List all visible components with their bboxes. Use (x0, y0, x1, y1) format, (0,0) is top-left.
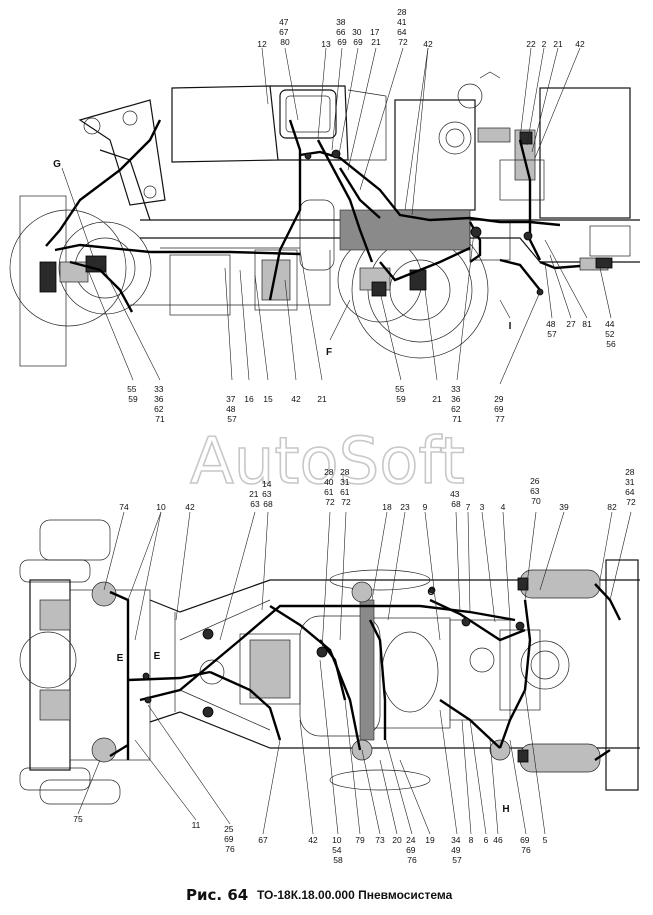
side-label-37-48-57: 37 48 57 (226, 394, 238, 424)
top-label-10: 10 (156, 502, 166, 512)
top-label-25-69-76: 25 69 76 (224, 824, 236, 854)
top-label-43-68: 43 68 (450, 489, 462, 509)
side-label-47-67-80: 47 67 80 (279, 17, 291, 47)
side-letter-f: F (326, 347, 332, 358)
side-label-16: 16 (244, 394, 254, 404)
top-label-74: 74 (119, 502, 129, 512)
side-view-leader-lines (61, 47, 612, 385)
top-view-labels: E E C H 74 10 42 21 63 14 63 68 28 40 61… (73, 467, 637, 865)
side-label-28-41-64-72: 28 41 64 72 (397, 7, 409, 47)
side-label-44-52-56: 44 52 56 (605, 319, 617, 349)
side-label-22: 22 (526, 39, 536, 49)
top-label-79: 79 (355, 835, 365, 845)
top-label-23: 23 (400, 502, 410, 512)
top-label-73: 73 (375, 835, 385, 845)
side-label-55-59-mid: 55 59 (395, 384, 407, 404)
side-label-12: 12 (257, 39, 267, 49)
top-label-67: 67 (258, 835, 268, 845)
side-label-30-69: 30 69 (352, 27, 364, 47)
side-label-48-57: 48 57 (546, 319, 558, 339)
side-letter-i: I (509, 321, 512, 332)
top-label-6: 6 (484, 835, 489, 845)
top-label-8: 8 (469, 835, 474, 845)
caption-title: ТО-18К.18.00.000 Пневмосистема (257, 888, 453, 902)
side-label-21-bottom-a: 21 (317, 394, 327, 404)
top-letter-e-right: E (154, 651, 161, 662)
watermark: AutoSoft (190, 425, 465, 499)
top-view-drawing (19, 519, 640, 805)
top-label-9: 9 (423, 502, 428, 512)
top-label-10-54-58: 10 54 58 (332, 835, 344, 865)
top-view-leader-lines (77, 511, 632, 835)
side-label-21-top: 21 (553, 39, 563, 49)
side-label-38-66-69: 38 66 69 (336, 17, 348, 47)
side-label-42-top: 42 (423, 39, 433, 49)
figure-caption: Рис. 64 ТО-18К.18.00.000 Пневмосистема (186, 886, 453, 904)
side-label-13: 13 (321, 39, 331, 49)
top-label-24-69-76: 24 69 76 (406, 835, 418, 865)
top-label-18: 18 (382, 502, 392, 512)
side-view-drawing (9, 71, 640, 367)
top-label-82: 82 (607, 502, 617, 512)
top-label-42: 42 (185, 502, 195, 512)
top-label-34-49-57: 34 49 57 (451, 835, 463, 865)
top-letter-c: C (427, 587, 434, 598)
side-label-27: 27 (566, 319, 576, 329)
top-label-7: 7 (466, 502, 471, 512)
top-label-39: 39 (559, 502, 569, 512)
top-label-28-31-64-72: 28 31 64 72 (625, 467, 637, 507)
top-letter-e-left: E (117, 653, 124, 664)
top-label-5: 5 (543, 835, 548, 845)
top-label-11: 11 (192, 820, 201, 830)
top-label-20: 20 (392, 835, 402, 845)
caption-figure-number: Рис. 64 (186, 886, 248, 904)
side-label-2: 2 (542, 39, 547, 49)
side-view-labels: G F I 12 47 67 80 13 38 66 69 30 69 17 2… (53, 7, 617, 424)
top-label-3: 3 (480, 502, 485, 512)
side-label-29-69-77: 29 69 77 (494, 394, 506, 424)
side-label-81: 81 (582, 319, 592, 329)
top-label-26-63-70: 26 63 70 (530, 476, 542, 506)
side-label-42-bottom: 42 (291, 394, 301, 404)
top-label-28-40-61-72: 28 40 61 72 (324, 467, 336, 507)
side-label-42-right: 42 (575, 39, 585, 49)
top-label-14-63-68: 14 63 68 (262, 479, 274, 509)
top-label-46: 46 (493, 835, 503, 845)
side-letter-g: G (53, 159, 61, 170)
top-label-4: 4 (501, 502, 506, 512)
side-label-15: 15 (263, 394, 273, 404)
side-label-33-36-62-71-left: 33 36 62 71 (154, 384, 166, 424)
top-label-69-76: 69 76 (520, 835, 532, 855)
top-label-19: 19 (425, 835, 435, 845)
side-label-21-bottom-b: 21 (432, 394, 442, 404)
side-label-17-21: 17 21 (370, 27, 382, 47)
side-label-33-36-62-71-mid: 33 36 62 71 (451, 384, 463, 424)
top-label-75: 75 (73, 814, 83, 824)
top-letter-h: H (502, 804, 509, 815)
side-label-55-59-left: 55 59 (127, 384, 139, 404)
top-label-42-bottom: 42 (308, 835, 318, 845)
top-label-28-31-61-72: 28 31 61 72 (340, 467, 352, 507)
top-label-21-63: 21 63 (249, 489, 261, 509)
